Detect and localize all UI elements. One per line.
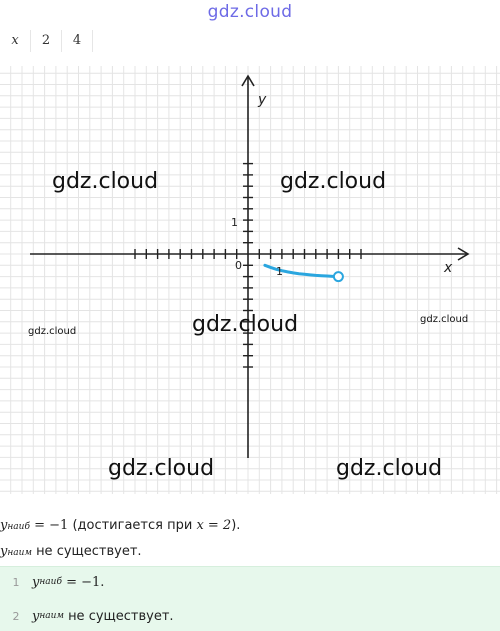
max-value-line: yнаиб = −1 (достигается при x = 2). [0,518,500,533]
min-note: не существует. [36,544,142,559]
x-axis-arrow [457,247,470,261]
function-curve [263,263,340,279]
table-value-cell: 2 [31,30,62,52]
grid-lines [0,66,500,494]
answer-value: = −1. [66,574,105,590]
origin-label: 0 [235,259,242,272]
axis-ticks [134,162,362,368]
open-endpoint [332,271,344,283]
y-axis-arrow [241,74,255,87]
max-note-math: x = 2 [196,518,232,533]
sub-label: наим [7,548,32,558]
watermark-small: gdz.cloud [28,326,76,337]
answer-note: не существует. [68,608,174,624]
graph-svg: y x 0 1 1 gdz.cloud gdz.cloud gdz.cloud … [0,66,500,494]
watermark: gdz.cloud [280,169,386,194]
y-symbol: y [0,518,8,533]
sub-label: наиб [39,577,62,587]
value-table: x 2 4 [0,30,93,52]
max-note-end: ). [231,518,241,533]
answer-number: 1 [12,575,20,589]
watermark: gdz.cloud [336,456,442,481]
y-symbol: y [32,574,40,590]
watermark: gdz.cloud [192,312,298,337]
x-unit-label: 1 [276,265,283,278]
table-value-cell: 4 [62,30,93,52]
watermark: gdz.cloud [52,169,158,194]
max-note-text: (достигается при [72,518,193,533]
site-logo: gdz.cloud [207,2,293,22]
y-unit-label: 1 [231,216,238,229]
max-value: = −1 [34,518,69,533]
min-value-line: yнаим не существует. [0,544,500,559]
watermark: gdz.cloud [108,456,214,481]
y-symbol: y [0,544,8,559]
x-axis-label: x [443,260,453,276]
sub-label: наим [39,611,64,621]
y-symbol: y [32,608,40,624]
function-graph: y x 0 1 1 gdz.cloud gdz.cloud gdz.cloud … [0,66,500,494]
axes [30,74,470,458]
table-var-cell: x [0,30,31,52]
watermark-small: gdz.cloud [420,314,468,325]
sub-label: наиб [7,522,30,532]
answer-number: 2 [12,609,20,623]
y-axis-label: y [257,92,267,108]
